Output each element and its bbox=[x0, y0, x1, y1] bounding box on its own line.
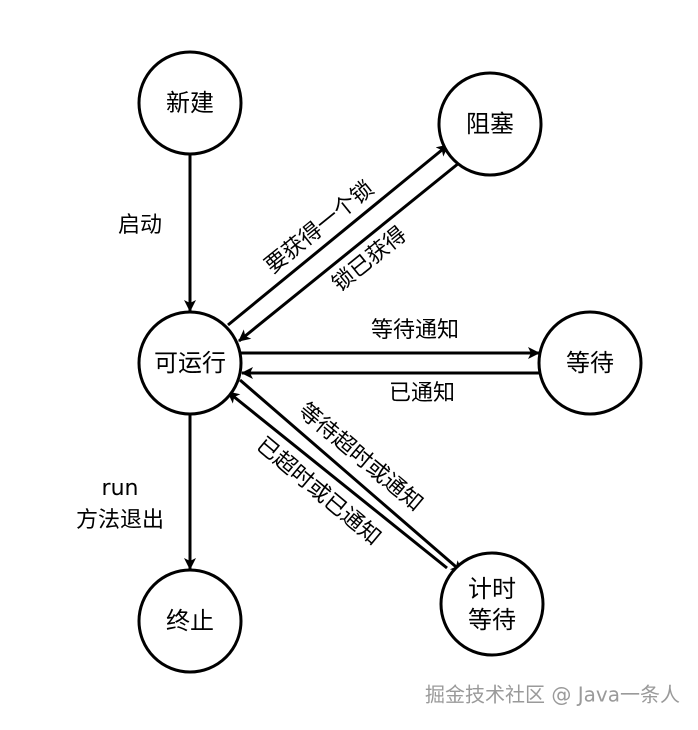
node-timed-waiting-label-line1: 计时 bbox=[468, 575, 516, 603]
node-runnable: 可运行 bbox=[137, 310, 243, 416]
edge-blocked-to-runnable bbox=[238, 161, 460, 343]
node-blocked-label: 阻塞 bbox=[466, 110, 514, 138]
edge-label-wait-notify: 等待通知 bbox=[371, 318, 459, 343]
node-timed-waiting: 计时 等待 bbox=[439, 551, 545, 657]
edge-timed-waiting-to-runnable bbox=[227, 390, 448, 570]
edge-runnable-to-timed-waiting bbox=[239, 378, 463, 574]
node-blocked: 阻塞 bbox=[437, 71, 543, 177]
node-terminated: 终止 bbox=[137, 568, 243, 674]
node-timed-waiting-label-line2: 等待 bbox=[468, 606, 516, 634]
node-new: 新建 bbox=[137, 50, 243, 156]
edge-label-run-exit-line1: run bbox=[102, 476, 139, 501]
node-new-label: 新建 bbox=[166, 89, 214, 117]
node-terminated-label: 终止 bbox=[166, 607, 214, 635]
edge-runnable-to-blocked bbox=[227, 143, 449, 327]
node-waiting-label: 等待 bbox=[566, 349, 614, 377]
node-waiting: 等待 bbox=[537, 310, 643, 416]
edge-label-notified: 已通知 bbox=[389, 381, 455, 406]
watermark: 掘金技术社区 @ Java一条人 bbox=[425, 683, 680, 707]
edge-label-start: 启动 bbox=[118, 213, 162, 238]
node-runnable-label: 可运行 bbox=[154, 349, 226, 377]
edge-label-run-exit-line2: 方法退出 bbox=[76, 508, 164, 533]
